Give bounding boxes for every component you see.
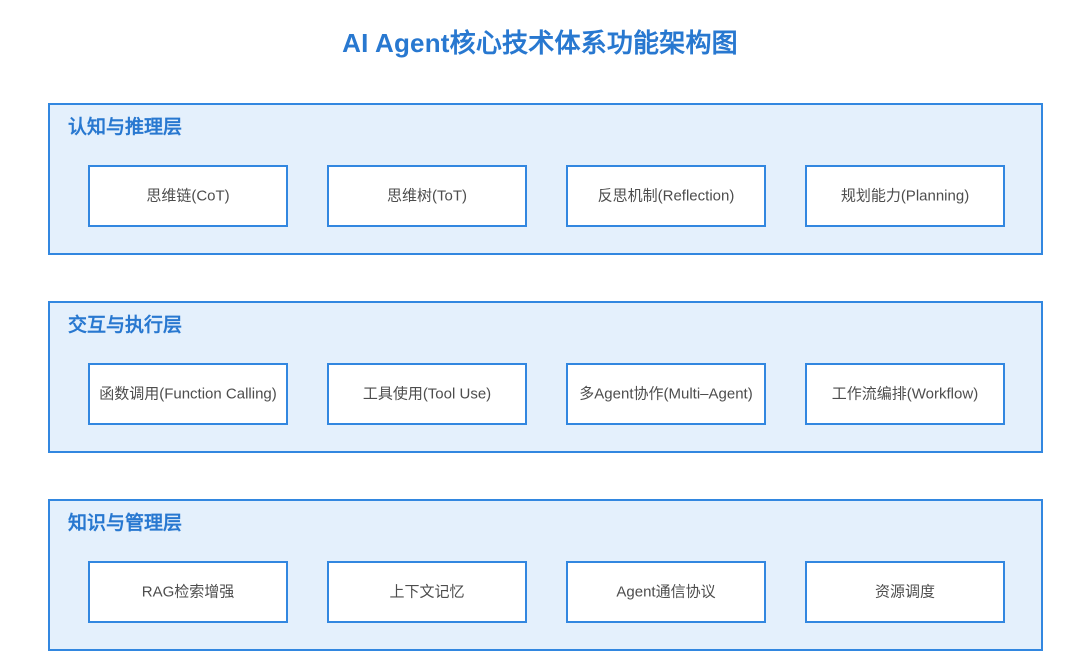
- node-label: 函数调用(Function Calling): [99, 385, 277, 403]
- node-box[interactable]: Agent通信协议: [566, 561, 766, 623]
- layer-title: 知识与管理层: [68, 513, 183, 534]
- layer-node-row: RAG检索增强 上下文记忆 Agent通信协议 资源调度: [50, 501, 1041, 649]
- node-label: RAG检索增强: [141, 583, 235, 601]
- layer-stack: 认知与推理层 思维链(CoT) 思维树(ToT) 反思机制(Reflection…: [48, 103, 1043, 651]
- node-box[interactable]: 工具使用(Tool Use): [327, 363, 527, 425]
- layer-node-row: 思维链(CoT) 思维树(ToT) 反思机制(Reflection) 规划能力(…: [50, 105, 1041, 253]
- node-label: 反思机制(Reflection): [597, 187, 735, 205]
- node-box[interactable]: 工作流编排(Workflow): [805, 363, 1005, 425]
- node-label: 上下文记忆: [389, 583, 465, 601]
- node-label: Agent通信协议: [616, 583, 716, 601]
- node-box[interactable]: 资源调度: [805, 561, 1005, 623]
- node-box[interactable]: 函数调用(Function Calling): [88, 363, 288, 425]
- layer-title: 交互与执行层: [68, 315, 183, 336]
- node-box[interactable]: 思维树(ToT): [327, 165, 527, 227]
- node-label: 资源调度: [874, 583, 935, 601]
- layer-node-row: 函数调用(Function Calling) 工具使用(Tool Use) 多A…: [50, 303, 1041, 451]
- node-label: 多Agent协作(Multi–Agent): [579, 385, 753, 403]
- node-box[interactable]: RAG检索增强: [88, 561, 288, 623]
- node-label: 思维链(CoT): [146, 187, 230, 205]
- layer-panel-interaction: 交互与执行层 函数调用(Function Calling) 工具使用(Tool …: [48, 301, 1043, 453]
- page-title: AI Agent核心技术体系功能架构图: [342, 28, 738, 58]
- node-box[interactable]: 上下文记忆: [327, 561, 527, 623]
- node-label: 工具使用(Tool Use): [362, 385, 492, 403]
- node-box[interactable]: 反思机制(Reflection): [566, 165, 766, 227]
- node-label: 工作流编排(Workflow): [831, 385, 979, 403]
- node-box[interactable]: 多Agent协作(Multi–Agent): [566, 363, 766, 425]
- node-box[interactable]: 规划能力(Planning): [805, 165, 1005, 227]
- layer-panel-cognition: 认知与推理层 思维链(CoT) 思维树(ToT) 反思机制(Reflection…: [48, 103, 1043, 255]
- layer-title: 认知与推理层: [68, 117, 183, 138]
- layer-panel-knowledge: 知识与管理层 RAG检索增强 上下文记忆 Agent通信协议 资源调度: [48, 499, 1043, 651]
- node-box[interactable]: 思维链(CoT): [88, 165, 288, 227]
- node-label: 规划能力(Planning): [840, 187, 970, 205]
- node-label: 思维树(ToT): [387, 187, 467, 205]
